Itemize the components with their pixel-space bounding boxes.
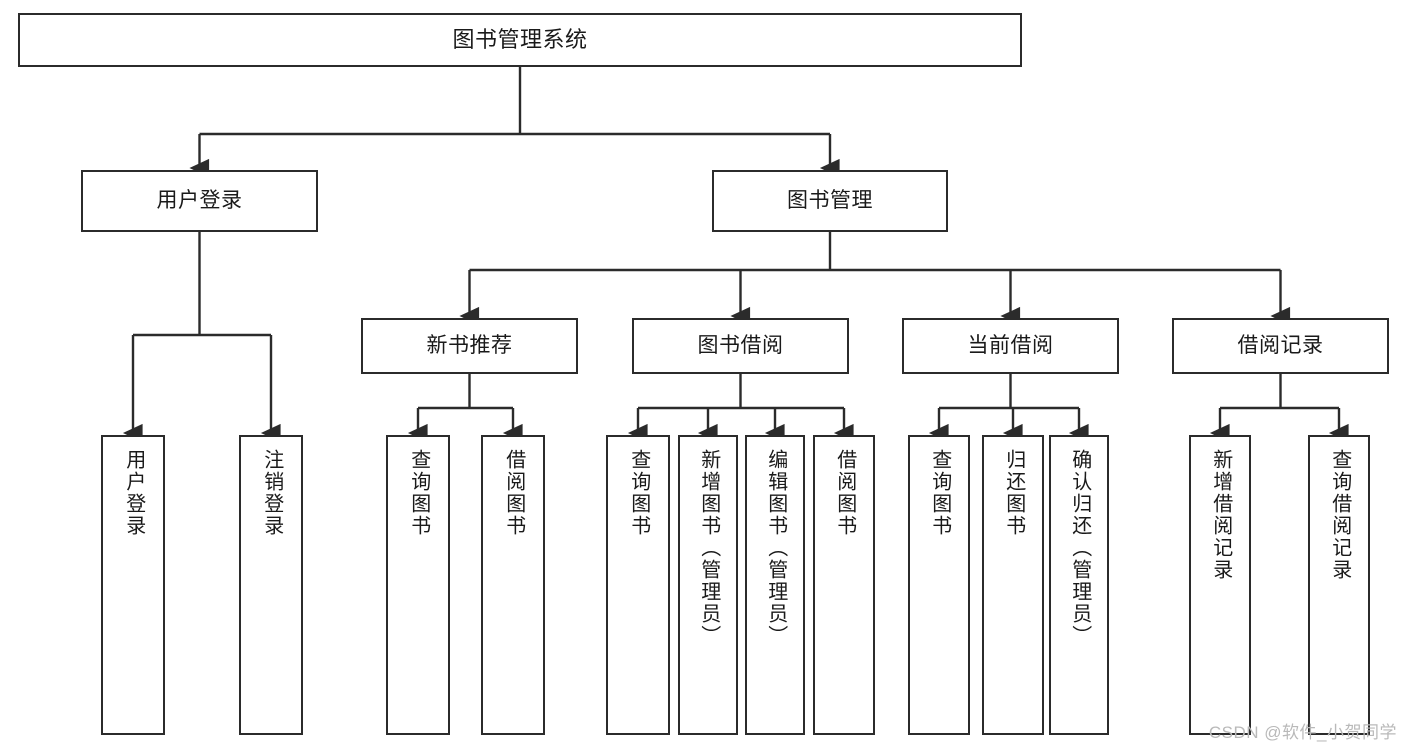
node-label: 查询图书	[928, 449, 951, 537]
node-l-edit[interactable]: 编辑图书（管理员）	[745, 435, 805, 735]
node-label: 图书管理系统	[452, 27, 588, 53]
node-l-addrec[interactable]: 新增借阅记录	[1189, 435, 1251, 735]
node-label: 图书管理	[787, 188, 873, 212]
node-label: 查询图书	[407, 449, 430, 537]
node-l-login[interactable]: 用户登录	[101, 435, 165, 735]
node-label: 查询图书	[627, 449, 650, 537]
node-label: 编辑图书（管理员）	[764, 449, 787, 647]
node-label: 注销登录	[260, 449, 283, 537]
node-label: 图书借阅	[697, 333, 784, 357]
node-l-q2[interactable]: 查询图书	[606, 435, 670, 735]
watermark-text: CSDN @软件_小贺同学	[1208, 723, 1397, 742]
node-l-logout[interactable]: 注销登录	[239, 435, 303, 735]
node-label: 查询借阅记录	[1328, 449, 1351, 581]
node-label: 用户登录	[156, 188, 243, 212]
node-l-b1[interactable]: 借阅图书	[481, 435, 545, 735]
node-label: 借阅图书	[502, 449, 525, 537]
node-label: 用户登录	[122, 449, 145, 537]
node-l-qryrec[interactable]: 查询借阅记录	[1308, 435, 1370, 735]
node-label: 归还图书	[1002, 449, 1025, 537]
node-l-ret[interactable]: 归还图书	[982, 435, 1044, 735]
node-label: 确认归还（管理员）	[1068, 449, 1091, 647]
node-label: 新书推荐	[426, 333, 513, 357]
node-label: 借阅记录	[1237, 333, 1324, 357]
node-l-add[interactable]: 新增图书（管理员）	[678, 435, 738, 735]
node-current[interactable]: 当前借阅	[902, 318, 1119, 374]
node-newrec[interactable]: 新书推荐	[361, 318, 578, 374]
node-l-b2[interactable]: 借阅图书	[813, 435, 875, 735]
node-l-q1[interactable]: 查询图书	[386, 435, 450, 735]
node-records[interactable]: 借阅记录	[1172, 318, 1389, 374]
node-label: 新增借阅记录	[1209, 449, 1232, 581]
node-l-q3[interactable]: 查询图书	[908, 435, 970, 735]
node-label: 当前借阅	[967, 333, 1054, 357]
node-label: 新增图书（管理员）	[697, 449, 720, 647]
node-root[interactable]: 图书管理系统	[18, 13, 1022, 67]
node-label: 借阅图书	[833, 449, 856, 537]
node-borrow[interactable]: 图书借阅	[632, 318, 849, 374]
node-bookmgmt[interactable]: 图书管理	[712, 170, 948, 232]
node-l-conf[interactable]: 确认归还（管理员）	[1049, 435, 1109, 735]
node-login[interactable]: 用户登录	[81, 170, 318, 232]
